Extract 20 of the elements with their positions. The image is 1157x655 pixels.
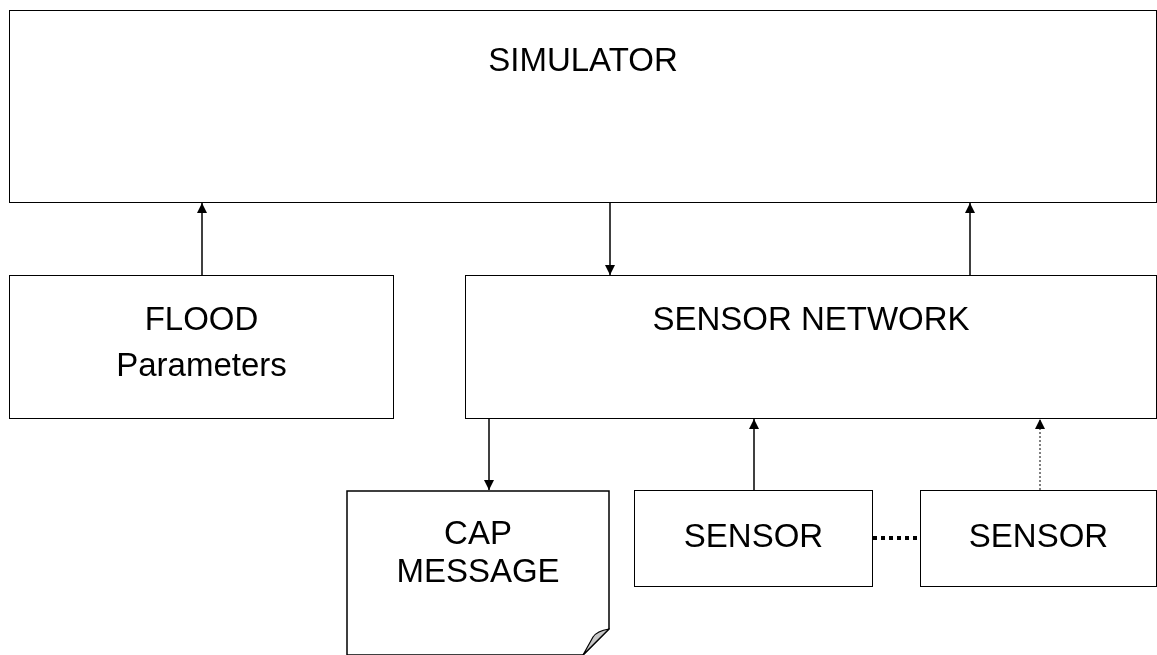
node-label: SENSOR [683,517,824,555]
node-label: FLOOD [144,300,259,338]
node-label: SENSOR [968,517,1109,555]
document-shape [346,490,610,655]
process-box [9,275,394,419]
node-label: SIMULATOR [488,41,678,79]
arrow [965,202,975,276]
process-box [465,275,1157,419]
arrow [197,202,207,276]
arrow [749,418,759,491]
node-label: CAP MESSAGE [395,514,561,590]
arrow [605,202,615,276]
node-label: Parameters [116,345,287,384]
arrow [484,418,494,491]
process-box [634,490,873,587]
node-label: SENSOR NETWORK [652,300,970,338]
arrow [1035,418,1045,491]
simulator-box [9,10,1157,203]
dotted-connector [873,536,920,540]
process-box [920,490,1157,587]
